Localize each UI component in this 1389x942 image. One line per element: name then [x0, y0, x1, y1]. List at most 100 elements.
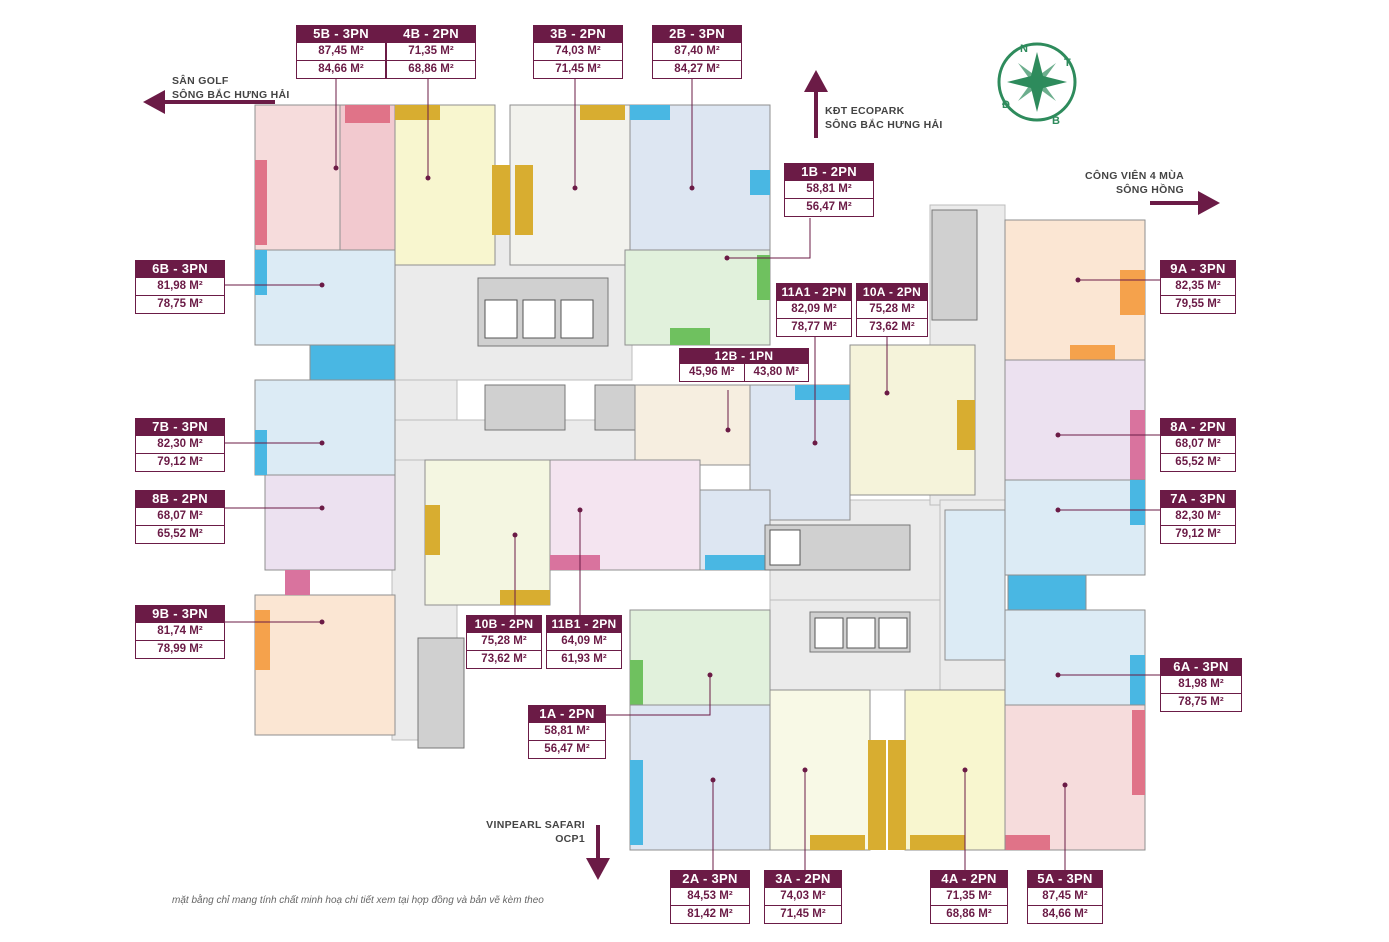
unit-area-2: 84,66 M² [1027, 906, 1103, 924]
balcony [705, 555, 765, 570]
unit-area-1: 45,96 M² [689, 366, 735, 378]
unit-area-1: 81,74 M² [135, 623, 225, 641]
unit-area-2: 68,86 M² [386, 61, 476, 79]
unit-area-2: 79,55 M² [1160, 296, 1236, 314]
unit-area-1: 82,30 M² [135, 436, 225, 454]
unit-5b-room [339, 104, 396, 251]
unit-area-1: 64,09 M² [546, 633, 622, 651]
stair-core [417, 637, 465, 749]
unit-area-2: 68,86 M² [930, 906, 1008, 924]
unit-area-2: 81,42 M² [670, 906, 750, 924]
unit-8a-area [1004, 359, 1146, 481]
unit-name: 1B - 2PN [784, 163, 874, 181]
unit-name: 12B - 1PN [679, 348, 809, 364]
arrow-south-icon [586, 825, 610, 880]
unit-area-1: 75,28 M² [466, 633, 542, 651]
unit-name: 1A - 2PN [528, 705, 606, 723]
balcony [1130, 410, 1145, 480]
unit-area-2: 79,12 M² [1160, 526, 1236, 544]
unit-area-1: 82,35 M² [1160, 278, 1236, 296]
unit-6b-area [254, 249, 396, 346]
unit-name: 5A - 3PN [1027, 870, 1103, 888]
unit-area-1: 74,03 M² [533, 43, 623, 61]
balcony [395, 105, 440, 120]
direction-west: SÂN GOLF SÔNG BẮC HƯNG HẢI [172, 74, 290, 102]
unit-name: 2A - 3PN [670, 870, 750, 888]
unit-label-5a: 5A - 3PN 87,45 M² 84,66 M² [1027, 870, 1103, 924]
unit-area-1: 82,30 M² [1160, 508, 1236, 526]
unit-9b-area [254, 594, 396, 736]
leader-line [225, 78, 1160, 873]
unit-area-2: 73,62 M² [856, 319, 928, 337]
unit-area-1: 58,81 M² [528, 723, 606, 741]
unit-label-2a: 2A - 3PN 84,53 M² 81,42 M² [670, 870, 750, 924]
balcony [1130, 480, 1145, 525]
unit-area-2: 78,99 M² [135, 641, 225, 659]
balcony [670, 328, 710, 345]
unit-area-2: 65,52 M² [1160, 454, 1236, 472]
unit-area-2: 65,52 M² [135, 526, 225, 544]
elevator [484, 299, 594, 339]
elevator-core [594, 384, 636, 431]
unit-area-2: 61,93 M² [546, 651, 622, 669]
stair-core [931, 209, 978, 321]
unit-areas: 45,96 M² 43,80 M² [679, 364, 809, 382]
unit-area-1: 68,07 M² [1160, 436, 1236, 454]
unit-area-2: 56,47 M² [784, 199, 874, 217]
leader-dot [319, 165, 1081, 788]
unit-name: 9B - 3PN [135, 605, 225, 623]
direction-east-line2: SÔNG HỒNG [1115, 184, 1184, 196]
balcony [500, 590, 550, 605]
unit-label-9b: 9B - 3PN 81,74 M² 78,99 M² [135, 605, 225, 659]
disclaimer-note: mặt bằng chỉ mang tính chất minh hoạ chi… [172, 895, 544, 906]
balcony [285, 570, 310, 595]
unit-area-1: 87,40 M² [652, 43, 742, 61]
balcony [888, 740, 906, 850]
unit-area-2: 71,45 M² [533, 61, 623, 79]
direction-north-line2: SÔNG BẮC HƯNG HẢI [825, 119, 943, 131]
balcony [255, 610, 270, 670]
unit-area-1: 87,45 M² [296, 43, 386, 61]
unit-area-1: 87,45 M² [1027, 888, 1103, 906]
unit-5a-area [1004, 704, 1146, 851]
unit-area-2: 56,47 M² [528, 741, 606, 759]
balcony [1005, 835, 1050, 850]
direction-north-line1: KĐT ECOPARK [825, 105, 905, 117]
balcony [550, 555, 600, 570]
unit-name: 2B - 3PN [652, 25, 742, 43]
unit-label-11a1: 11A1 - 2PN 82,09 M² 78,77 M² [776, 283, 852, 337]
balcony [910, 835, 965, 850]
unit-area-1: 68,07 M² [135, 508, 225, 526]
unit-label-6b: 6B - 3PN 81,98 M² 78,75 M² [135, 260, 225, 314]
balcony [810, 835, 865, 850]
unit-area-1: 58,81 M² [784, 181, 874, 199]
arrow-east-icon [1150, 191, 1220, 215]
unit-3a-area [769, 689, 871, 851]
unit-label-10a: 10A - 2PN 75,28 M² 73,62 M² [856, 283, 928, 337]
unit-label-3b: 3B - 2PN 74,03 M² 71,45 M² [533, 25, 623, 79]
unit-area-1: 81,98 M² [135, 278, 225, 296]
balcony [630, 105, 670, 120]
balcony [255, 430, 267, 475]
unit-name: 5B - 3PN [296, 25, 386, 43]
balcony [345, 105, 390, 123]
unit-label-10b: 10B - 2PN 75,28 M² 73,62 M² [466, 615, 542, 669]
unit-6a-room [944, 509, 1006, 661]
unit-area-1: 84,53 M² [670, 888, 750, 906]
unit-11b1-area [549, 459, 701, 571]
balcony [1132, 710, 1145, 795]
unit-name: 3B - 2PN [533, 25, 623, 43]
stair-core [484, 384, 566, 431]
balcony [868, 740, 886, 850]
balcony [309, 344, 396, 381]
balcony [1070, 345, 1115, 360]
unit-name: 7B - 3PN [135, 418, 225, 436]
unit-name: 11B1 - 2PN [546, 615, 622, 633]
unit-label-8b: 8B - 2PN 68,07 M² 65,52 M² [135, 490, 225, 544]
balcony [1130, 655, 1145, 705]
arrow-west-icon [143, 90, 275, 114]
unit-area-2: 84,27 M² [652, 61, 742, 79]
unit-area-1: 71,35 M² [386, 43, 476, 61]
unit-area-1: 81,98 M² [1160, 676, 1242, 694]
